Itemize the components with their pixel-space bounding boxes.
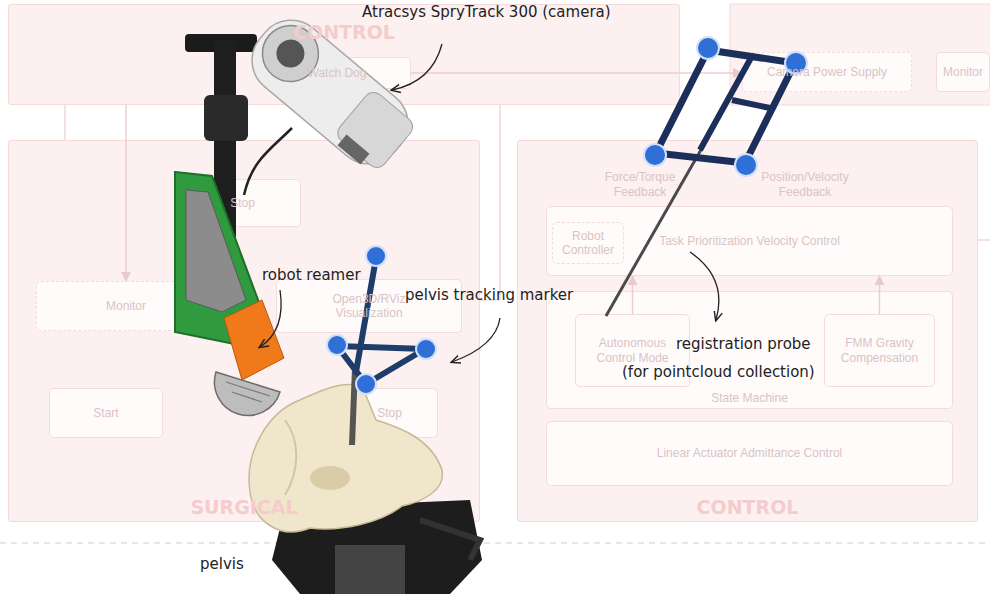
panel-band: CONTROL Task Prioritization Velocity Cont…	[517, 140, 978, 522]
edge-note: Force/Torque Feedback	[592, 170, 688, 200]
process-box: Camera Power Supply	[742, 52, 912, 92]
annotation-label: robot reamer	[262, 266, 392, 285]
box-label: Robot Controller	[553, 229, 623, 258]
box-label: Stop	[227, 196, 258, 210]
fixture-post	[335, 545, 405, 594]
box-label: Task Prioritization Velocity Control	[656, 234, 843, 248]
process-box: FMM Gravity Compensation	[824, 314, 935, 387]
annotation-label: Atracsys SpryTrack 300 (camera)	[362, 3, 652, 22]
panel-title: SURGICAL	[190, 496, 297, 518]
edge-note: Position/Velocity Feedback	[750, 170, 860, 200]
button-box: Start	[49, 388, 163, 438]
button-box: Stop	[184, 179, 301, 227]
annotation-label: pelvis tracking marker	[405, 286, 615, 305]
box-label: Stop	[374, 406, 405, 420]
annotation-label: pelvis	[200, 555, 270, 574]
process-box: Watch Dog	[263, 57, 411, 89]
fixture-clamp	[420, 520, 480, 560]
process-box: Task Prioritization Velocity Control Robo…	[546, 206, 953, 276]
control-band	[730, 4, 990, 105]
box-label: State Machine	[708, 391, 791, 405]
box-label: Monitor	[940, 65, 986, 79]
divider-line	[0, 542, 990, 543]
process-box: Linear Actuator Admittance Control	[546, 421, 953, 486]
panel-band: SURGICALStopMonitorOpen3D/RViz Visualiza…	[8, 140, 480, 522]
annotation-label: (for pointcloud collection)	[622, 363, 867, 382]
signal-wire	[499, 105, 500, 300]
box-label: FMM Gravity Compensation	[832, 336, 928, 365]
process-box: Monitor	[936, 52, 990, 92]
box-label: Start	[90, 406, 121, 420]
probe-sphere	[697, 37, 719, 59]
box-label: Watch Dog	[305, 66, 370, 80]
box-label: Linear Actuator Admittance Control	[654, 446, 845, 460]
box-label: Camera Power Supply	[764, 65, 890, 79]
process-box: Monitor	[36, 281, 216, 331]
annotation-label: registration probe	[676, 335, 851, 354]
box-label: Monitor	[103, 299, 149, 313]
process-box: Robot Controller	[552, 222, 624, 264]
panel-title: CONTROL	[697, 496, 799, 518]
button-box: Stop	[341, 388, 438, 438]
panel-title: CONTROL	[293, 21, 395, 43]
box-label: Autonomous Control Mode	[585, 336, 681, 365]
